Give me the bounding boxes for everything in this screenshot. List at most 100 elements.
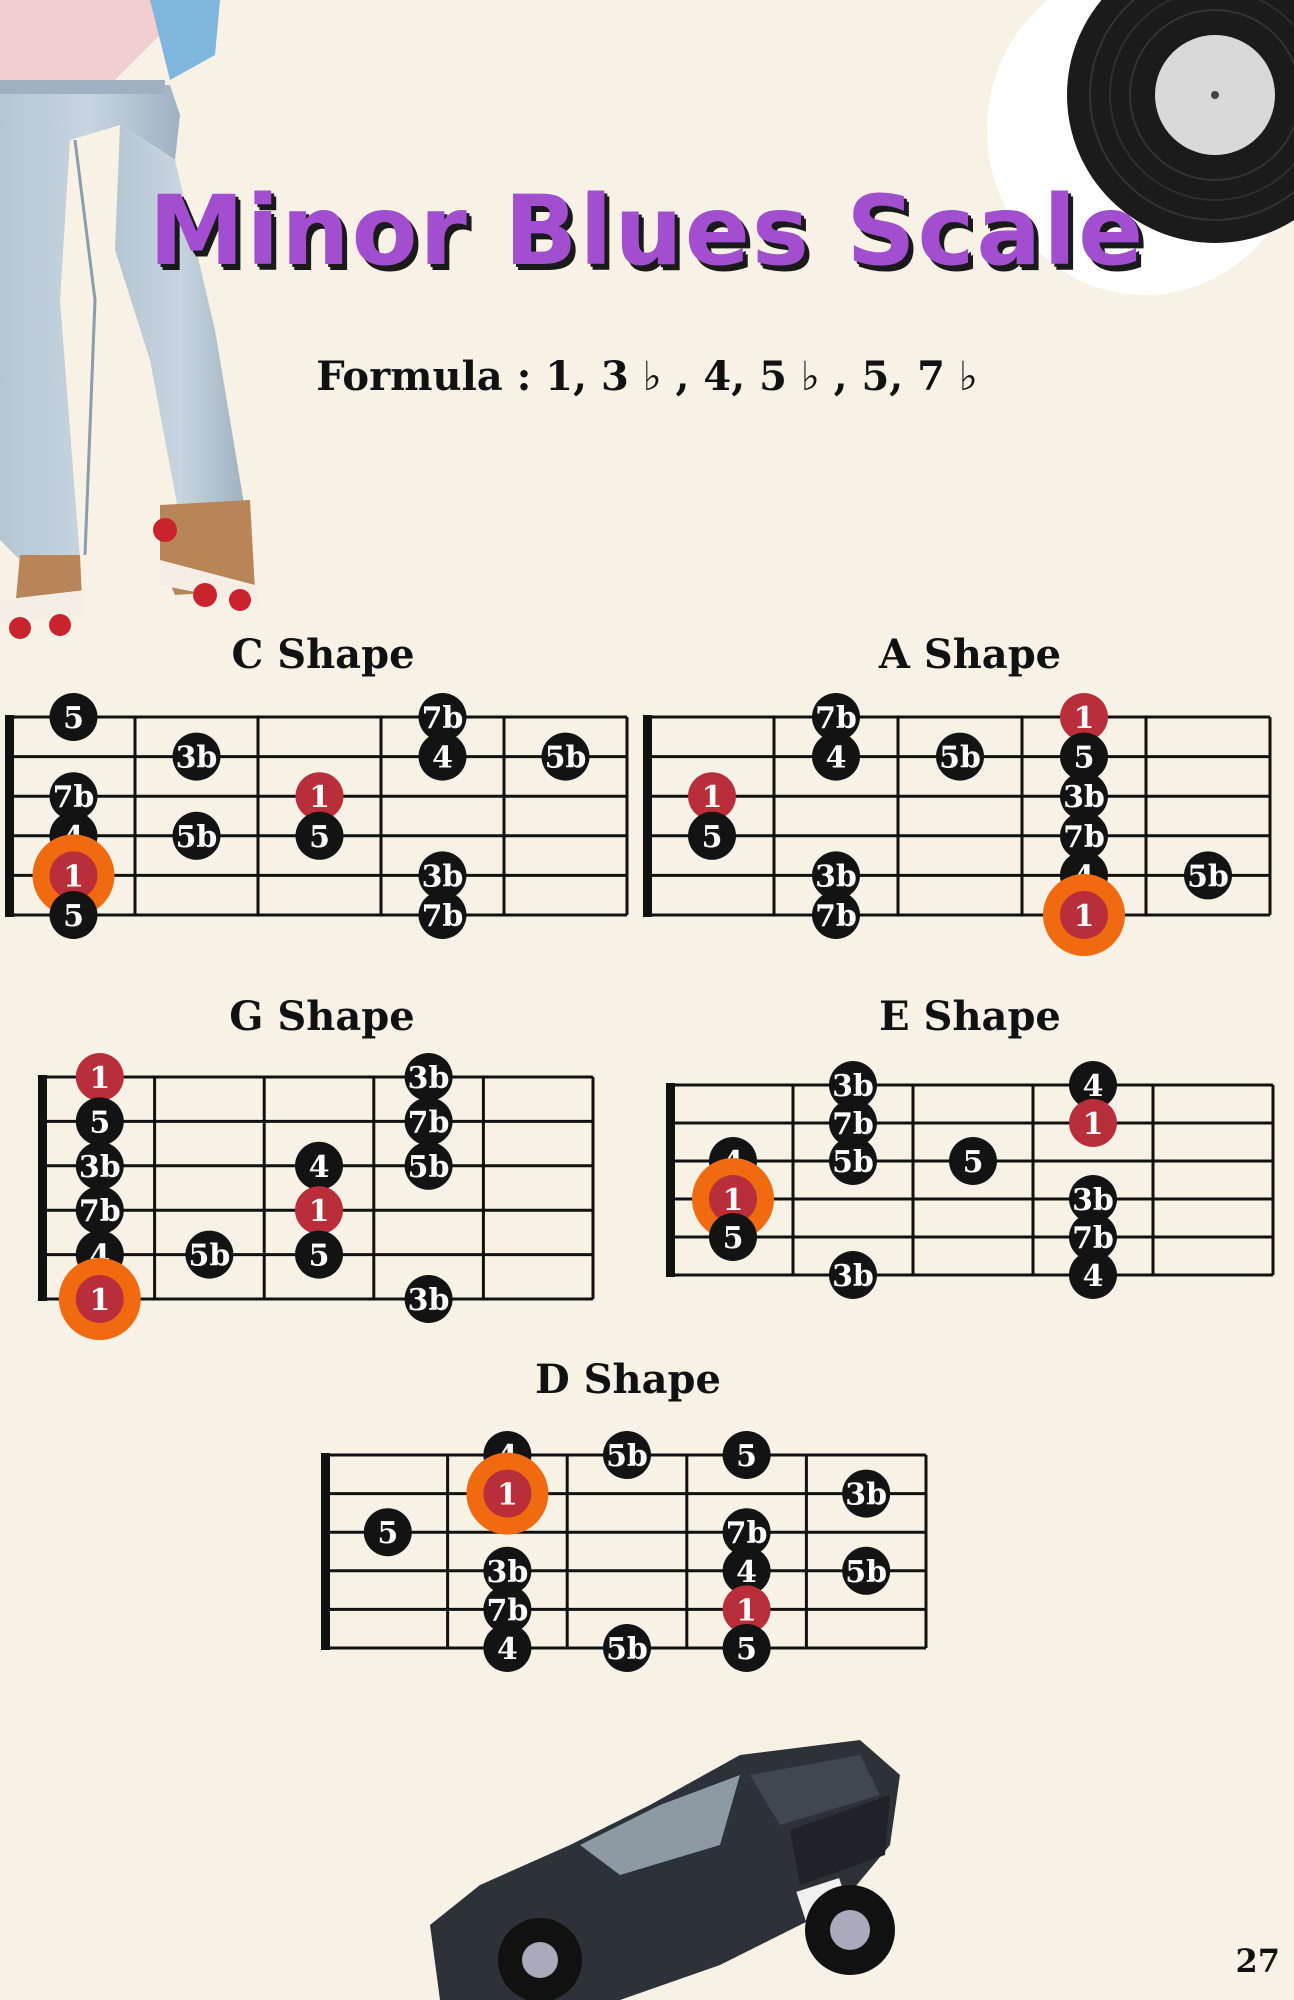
note-label: 1 <box>497 1478 518 1513</box>
scale-note-marker: 4 <box>722 1546 771 1595</box>
note-dot <box>295 1141 343 1190</box>
root-note-marker: 1 <box>466 1452 549 1535</box>
scale-note-marker: 5b <box>404 1141 453 1190</box>
fretboard-d-shape: D Shape5413b7b45b5b57b4153b5b <box>321 1356 928 1672</box>
note-label: 3b <box>486 1555 528 1590</box>
note-label: 5b <box>408 1150 450 1185</box>
scale-note-marker: 7b <box>418 891 467 939</box>
scale-note-marker: 5 <box>722 1624 771 1672</box>
note-dot <box>483 1546 532 1595</box>
muscle-car-photo <box>430 1740 900 2000</box>
note-dot <box>363 1508 412 1557</box>
fretboard-e-shape: E Shape4153b7b5b3b5413b7b4 <box>666 993 1275 1299</box>
scale-note-marker: 7b <box>404 1097 453 1146</box>
scale-note-marker: 3b <box>812 851 860 900</box>
scale-note-marker: 4 <box>483 1624 532 1672</box>
note-label: 5b <box>545 741 587 776</box>
fretboard-a-shape: A Shape157b43b7b5b153b7b415b <box>643 631 1272 956</box>
scale-note-marker: 3b <box>829 1061 877 1109</box>
note-label: 3b <box>815 859 857 894</box>
note-dot <box>829 1251 877 1299</box>
note-dot <box>404 1053 453 1101</box>
note-dot <box>418 693 467 741</box>
note-label: 5b <box>176 820 218 855</box>
scale-note-marker: 3b <box>829 1251 877 1299</box>
note-dot <box>842 1546 891 1595</box>
root-note-marker: 1 <box>295 772 344 821</box>
scale-note-marker: 4 <box>1069 1251 1117 1299</box>
scale-note-marker: 4 <box>295 1141 343 1190</box>
note-label: 1 <box>309 780 330 815</box>
scale-note-marker: 5 <box>363 1508 412 1557</box>
note-label: 3b <box>408 1283 450 1318</box>
note-dot <box>1060 811 1108 860</box>
note-dot <box>812 693 860 741</box>
note-dot <box>812 891 860 939</box>
note-dot <box>418 891 467 939</box>
note-dot <box>936 732 984 781</box>
note-label: 4 <box>736 1555 757 1590</box>
nut <box>643 715 652 917</box>
scale-note-marker: 3b <box>172 732 221 781</box>
scale-note-marker: 4 <box>1069 1061 1117 1109</box>
note-label: 7b <box>486 1593 528 1628</box>
scale-note-marker: 5 <box>688 811 736 860</box>
note-dot <box>172 811 221 860</box>
note-label: 5 <box>377 1516 398 1551</box>
note-label: 4 <box>1083 1069 1104 1104</box>
scale-note-marker: 7b <box>1060 811 1108 860</box>
note-label: 5 <box>63 701 84 736</box>
note-dot <box>75 1186 124 1235</box>
note-dot <box>1060 693 1108 741</box>
scale-note-marker: 5 <box>295 1230 343 1279</box>
note-label: 1 <box>702 780 723 815</box>
note-label: 5b <box>832 1145 874 1180</box>
note-dot <box>722 1508 771 1557</box>
note-label: 7b <box>422 899 464 934</box>
note-dot <box>709 1175 757 1223</box>
scale-note-marker: 5 <box>75 1097 124 1146</box>
root-note-marker: 1 <box>295 1186 343 1235</box>
note-label: 3b <box>845 1478 887 1513</box>
scale-note-marker: 5 <box>722 1431 771 1479</box>
vinyl-record-photo <box>987 0 1294 295</box>
scale-note-marker: 3b <box>1069 1175 1117 1223</box>
root-note-marker: 1 <box>1043 874 1125 956</box>
note-dot <box>1069 1099 1117 1147</box>
note-dot <box>49 772 98 821</box>
note-dot <box>1060 732 1108 781</box>
note-label: 5 <box>309 1239 330 1274</box>
note-label: 1 <box>1074 701 1095 736</box>
scale-note-marker: 3b <box>75 1141 124 1190</box>
note-label: 1 <box>1074 899 1095 934</box>
note-label: 7b <box>79 1194 121 1229</box>
scale-note-marker: 7b <box>483 1585 532 1634</box>
nut <box>5 715 14 917</box>
note-dot <box>1060 891 1108 939</box>
page-number: 27 <box>1235 1942 1280 1980</box>
note-label: 1 <box>736 1593 757 1628</box>
note-label: 5 <box>963 1145 984 1180</box>
note-dot <box>75 1275 124 1323</box>
note-label: 7b <box>1072 1221 1114 1256</box>
root-note-marker: 1 <box>688 772 736 821</box>
root-note-marker: 1 <box>75 1053 124 1101</box>
note-dot <box>949 1137 997 1185</box>
fretboard-c-shape: C Shape57b4153b5b157b43b7b5b <box>5 631 629 939</box>
note-dot <box>1069 1061 1117 1109</box>
note-label: 1 <box>63 859 84 894</box>
note-label: 4 <box>432 741 453 776</box>
scale-note-marker: 7b <box>1069 1213 1117 1261</box>
scale-note-marker: 5 <box>1060 732 1108 781</box>
note-label: 7b <box>1063 820 1105 855</box>
note-dot <box>49 693 98 741</box>
nut <box>38 1075 47 1301</box>
note-label: 5b <box>1187 859 1229 894</box>
scale-note-marker: 5b <box>541 732 590 781</box>
scale-note-marker: 3b <box>404 1053 453 1101</box>
scale-note-marker: 7b <box>812 891 860 939</box>
scale-note-marker: 5 <box>49 891 98 939</box>
note-label: 5b <box>845 1555 887 1590</box>
note-dot <box>418 851 467 900</box>
